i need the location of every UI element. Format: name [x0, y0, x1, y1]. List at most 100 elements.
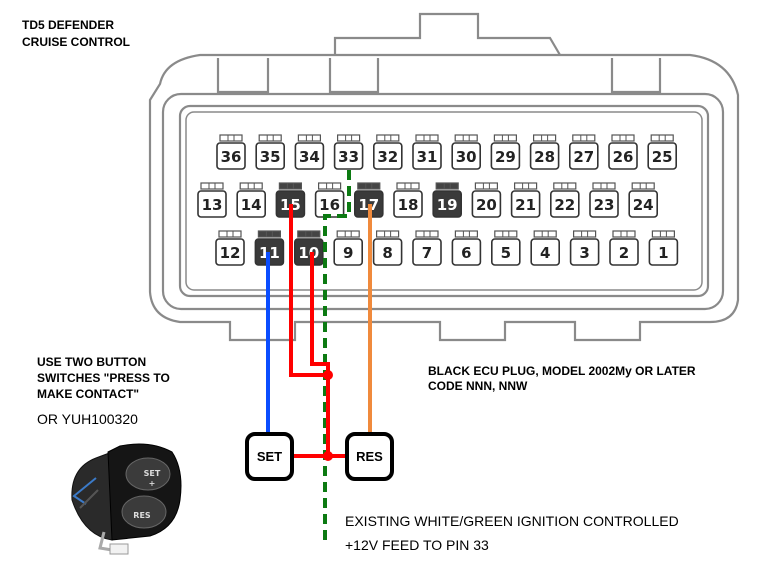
- ecu-plug-housing: [148, 12, 740, 342]
- pin-number-25: 25: [652, 148, 673, 166]
- pin-2: 2: [609, 230, 639, 266]
- pin-33: 33: [333, 134, 364, 170]
- pin-29: 29: [490, 134, 521, 170]
- pin-number-14: 14: [241, 196, 262, 214]
- pin-number-22: 22: [554, 196, 575, 214]
- alternate-part-number: OR YUH100320: [37, 411, 138, 427]
- pin-23: 23: [589, 182, 619, 218]
- pin-number-30: 30: [456, 148, 477, 166]
- res-button: [121, 495, 167, 529]
- pin-12: 12: [215, 230, 245, 266]
- pin-number-16: 16: [319, 196, 340, 214]
- pin-24: 24: [628, 182, 659, 218]
- pin-number-4: 4: [540, 244, 550, 262]
- plug-description-line-1: BLACK ECU PLUG, MODEL 2002My OR LATER: [428, 364, 696, 378]
- photo-res-text: RES: [133, 511, 151, 520]
- title-line-2: CRUISE CONTROL: [22, 35, 130, 49]
- photo-set-text: SET: [144, 469, 161, 478]
- pin-22: 22: [549, 182, 580, 218]
- pin-number-18: 18: [398, 196, 419, 214]
- pin-14: 14: [236, 182, 266, 218]
- pin-25: 25: [647, 134, 678, 170]
- pin-number-32: 32: [377, 148, 398, 166]
- pin-36: 36: [216, 134, 246, 170]
- pin-number-23: 23: [594, 196, 615, 214]
- res-switch-label: RES: [356, 449, 383, 464]
- switch-cable: [79, 489, 99, 509]
- pin-9: 9: [333, 230, 364, 266]
- pin-15-wire: [289, 204, 328, 377]
- pin-number-33: 33: [338, 148, 359, 166]
- instructions-line-3: MAKE CONTACT": [37, 387, 140, 401]
- pin-number-7: 7: [422, 244, 432, 262]
- pin-number-27: 27: [573, 148, 594, 166]
- pin-8: 8: [372, 230, 403, 266]
- pin-35: 35: [255, 134, 286, 170]
- pin-11: 11: [254, 230, 285, 266]
- pin-number-28: 28: [534, 148, 555, 166]
- instructions-line-2: SWITCHES "PRESS TO: [37, 371, 170, 385]
- pin-number-9: 9: [343, 244, 353, 262]
- pin-number-3: 3: [579, 244, 589, 262]
- pin-20: 20: [471, 182, 502, 218]
- switch-cable: [72, 477, 97, 505]
- instructions-line-1: USE TWO BUTTON: [37, 355, 147, 369]
- pin-number-34: 34: [299, 148, 320, 166]
- pin-13: 13: [197, 182, 227, 218]
- pin-number-21: 21: [515, 196, 536, 214]
- pin-1: 1: [648, 230, 679, 266]
- pin-number-2: 2: [619, 244, 629, 262]
- title-line-1: TD5 DEFENDER: [22, 18, 115, 32]
- pin-number-6: 6: [461, 244, 471, 262]
- pin-18: 18: [393, 182, 423, 218]
- pin-number-5: 5: [501, 244, 511, 262]
- pin-number-36: 36: [221, 148, 242, 166]
- feed-note-line-2: +12V FEED TO PIN 33: [345, 537, 489, 553]
- pin-number-8: 8: [382, 244, 392, 262]
- pin-number-1: 1: [658, 244, 668, 262]
- set-switch-label: SET: [257, 449, 282, 464]
- pin-4: 4: [530, 230, 561, 266]
- pin-number-31: 31: [417, 148, 438, 166]
- pin-10-wire: [310, 252, 330, 456]
- pin-19: 19: [432, 182, 463, 218]
- pin-number-13: 13: [202, 196, 223, 214]
- pin-number-29: 29: [495, 148, 516, 166]
- pin-6: 6: [451, 230, 482, 266]
- pin-10: 10: [293, 230, 324, 266]
- pin-34: 34: [294, 134, 325, 170]
- pin-26: 26: [608, 134, 638, 170]
- switch-photo: SET+ RES: [71, 443, 182, 555]
- pin-number-20: 20: [476, 196, 497, 214]
- photo-plus-text: +: [149, 479, 156, 488]
- set-switch: SET: [245, 432, 294, 481]
- pin-number-12: 12: [220, 244, 241, 262]
- ignition-feed-wire: [323, 170, 351, 545]
- pin-28: 28: [529, 134, 560, 170]
- pin-3: 3: [569, 230, 600, 266]
- wires: SET RES: [245, 170, 394, 545]
- pin-5: 5: [490, 230, 521, 266]
- plug-description-line-2: CODE NNN, NNW: [428, 379, 528, 393]
- pin-21: 21: [510, 182, 541, 218]
- switch-plug: [109, 543, 129, 555]
- wire-junction-dot: [323, 451, 333, 461]
- pin-number-26: 26: [613, 148, 634, 166]
- pin-number-19: 19: [437, 196, 458, 214]
- res-switch: RES: [345, 432, 394, 481]
- pin-number-24: 24: [633, 196, 654, 214]
- pin-31: 31: [412, 134, 442, 170]
- pin-32: 32: [372, 134, 403, 170]
- pin-number-35: 35: [260, 148, 281, 166]
- pin-30: 30: [451, 134, 482, 170]
- pin-7: 7: [412, 230, 442, 266]
- feed-note-line-1: EXISTING WHITE/GREEN IGNITION CONTROLLED: [345, 513, 679, 529]
- pin-16: 16: [314, 182, 345, 218]
- pin-number-10: 10: [298, 244, 319, 262]
- pin-27: 27: [568, 134, 599, 170]
- wire-junction-dot: [323, 370, 333, 380]
- set-button: [125, 457, 171, 491]
